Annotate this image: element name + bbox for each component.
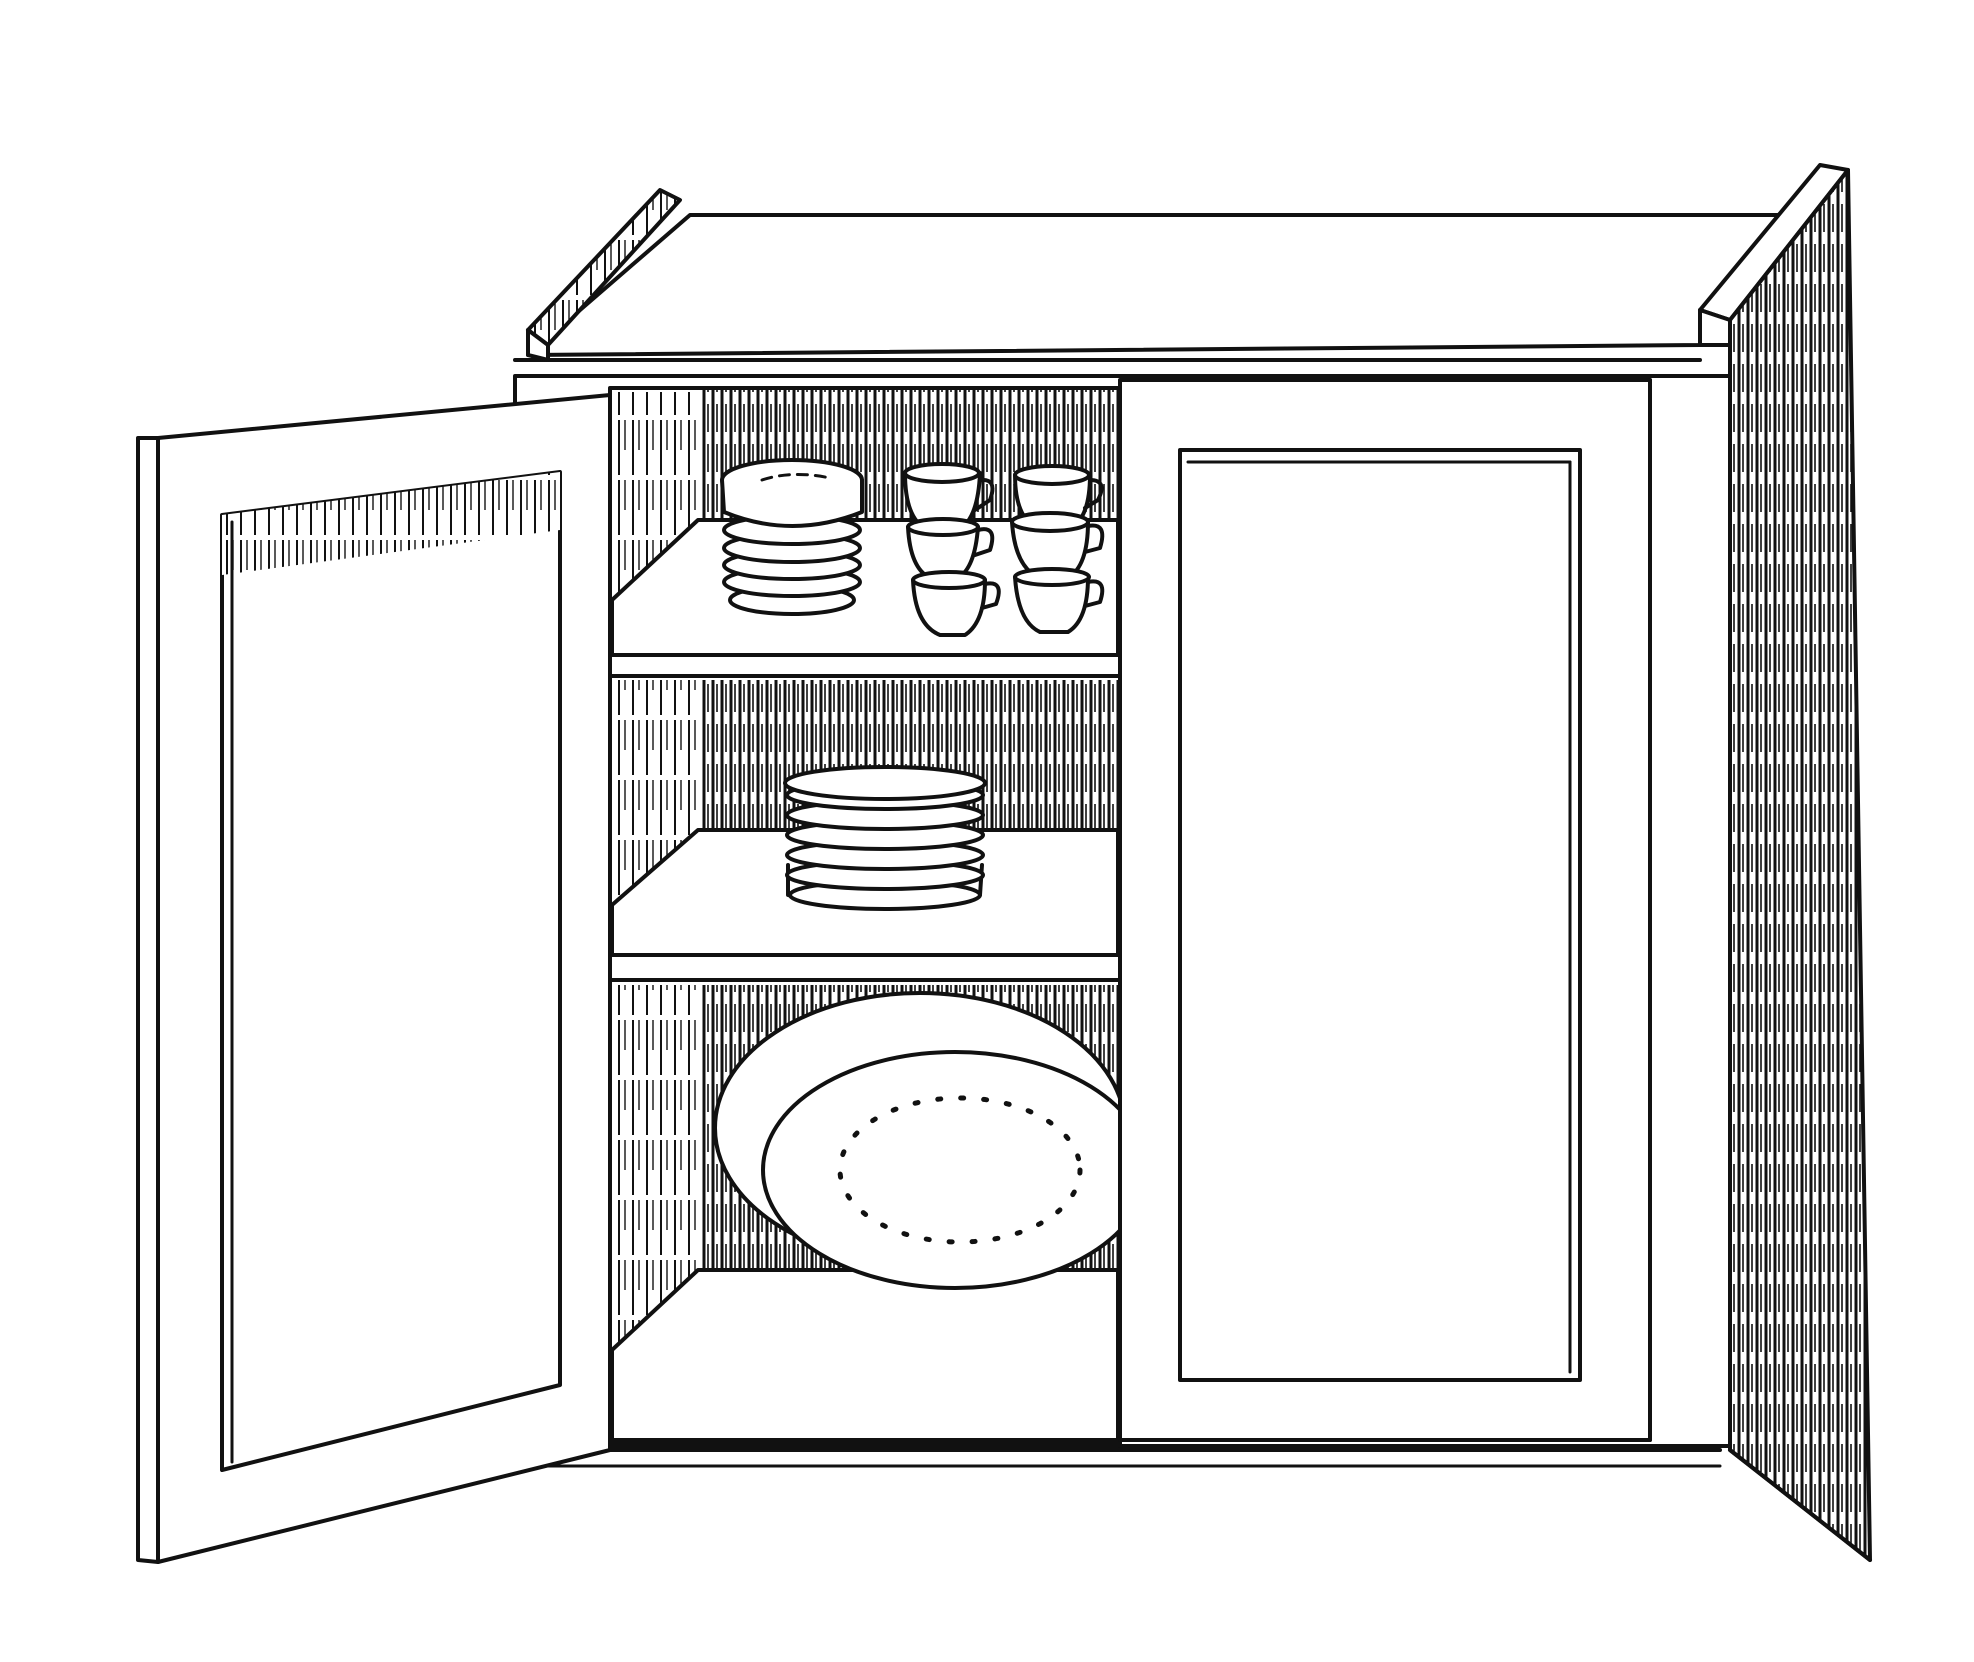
- left-door-panel: [220, 470, 562, 1472]
- teacup: [1013, 567, 1105, 634]
- right-door[interactable]: [1118, 378, 1652, 1442]
- teacup: [906, 517, 995, 580]
- shelf-bottom: [610, 1268, 1120, 1442]
- platter-front: [761, 1050, 1149, 1290]
- teacup: [911, 570, 1001, 637]
- platters: [713, 991, 1149, 1290]
- saucer-stack: [720, 458, 864, 616]
- teacups: [903, 462, 1105, 637]
- teacup: [903, 462, 995, 532]
- teacup: [1010, 511, 1105, 580]
- cabinet-top: [513, 213, 1810, 378]
- top-rail-left: [526, 188, 682, 362]
- cabinet-side-panel: [1728, 168, 1872, 1562]
- left-door[interactable]: [136, 393, 612, 1564]
- plate-stack: [783, 765, 987, 911]
